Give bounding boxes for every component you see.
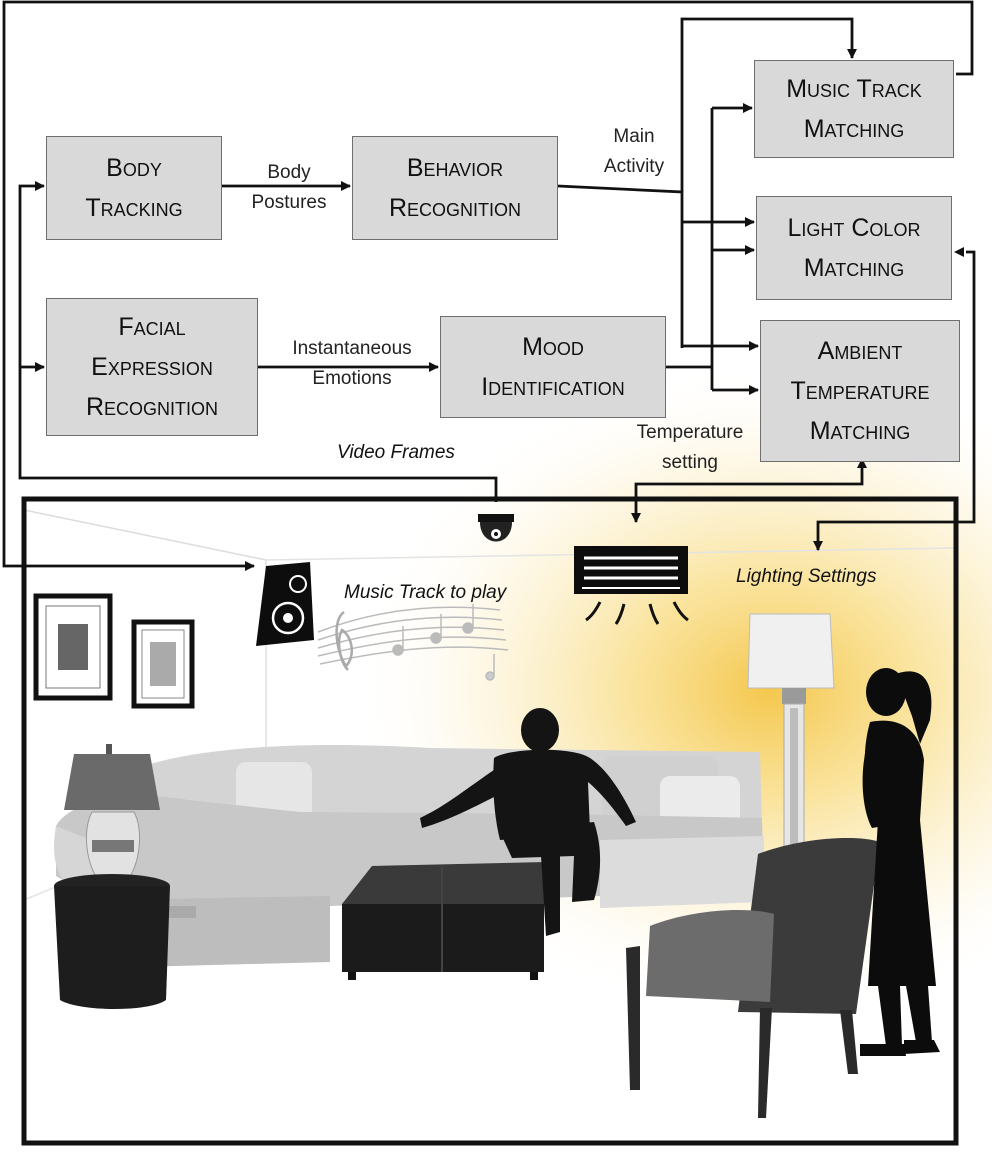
main-activity-label: Main Activity (603, 126, 665, 177)
body-postures-label: Body Postures (251, 162, 327, 213)
ambient-temperature-matching-label: Ambient Temperature Matching (790, 337, 930, 445)
air-conditioner-icon (574, 546, 689, 625)
video-frames-label: Video Frames (337, 442, 455, 463)
side-table (54, 874, 170, 1009)
table-lamp (64, 744, 160, 883)
body-tracking-block: Body Tracking (46, 136, 222, 240)
room-scene (23, 360, 992, 1143)
seated-person-silhouette (420, 708, 636, 936)
flow-connections (2, 0, 976, 571)
body-tracking-label: Body Tracking (85, 154, 183, 222)
music-track-to-play-label: Music Track to play (344, 582, 507, 603)
music-track-matching-label: Music Track Matching (786, 75, 922, 143)
instantaneous-emotions-label: Instantaneous Emotions (292, 338, 412, 389)
temperature-setting-label: Temperature setting (636, 422, 744, 473)
ambient-temperature-matching-block: Ambient Temperature Matching (760, 320, 960, 462)
light-color-matching-block: Light Color Matching (756, 196, 952, 300)
picture-frame-left (33, 593, 113, 701)
picture-frame-right (131, 619, 195, 709)
mood-identification-block: Mood Identification (440, 316, 666, 418)
light-color-matching-label: Light Color Matching (787, 214, 921, 282)
music-notes-icon (317, 604, 509, 681)
behavior-recognition-block: Behavior Recognition (352, 136, 558, 240)
standing-person-silhouette (860, 668, 940, 1056)
speaker-icon (256, 562, 314, 646)
ottoman (342, 862, 546, 980)
behavior-recognition-label: Behavior Recognition (388, 154, 522, 222)
room-frame (21, 496, 959, 1146)
facial-expression-recognition-label: Facial Expression Recognition (85, 313, 219, 421)
music-track-matching-block: Music Track Matching (754, 60, 954, 158)
facial-expression-recognition-block: Facial Expression Recognition (46, 298, 258, 436)
armchair (626, 838, 880, 1118)
camera-icon (478, 514, 514, 542)
mood-identification-label: Mood Identification (481, 333, 625, 401)
lighting-settings-label: Lighting Settings (736, 566, 877, 587)
